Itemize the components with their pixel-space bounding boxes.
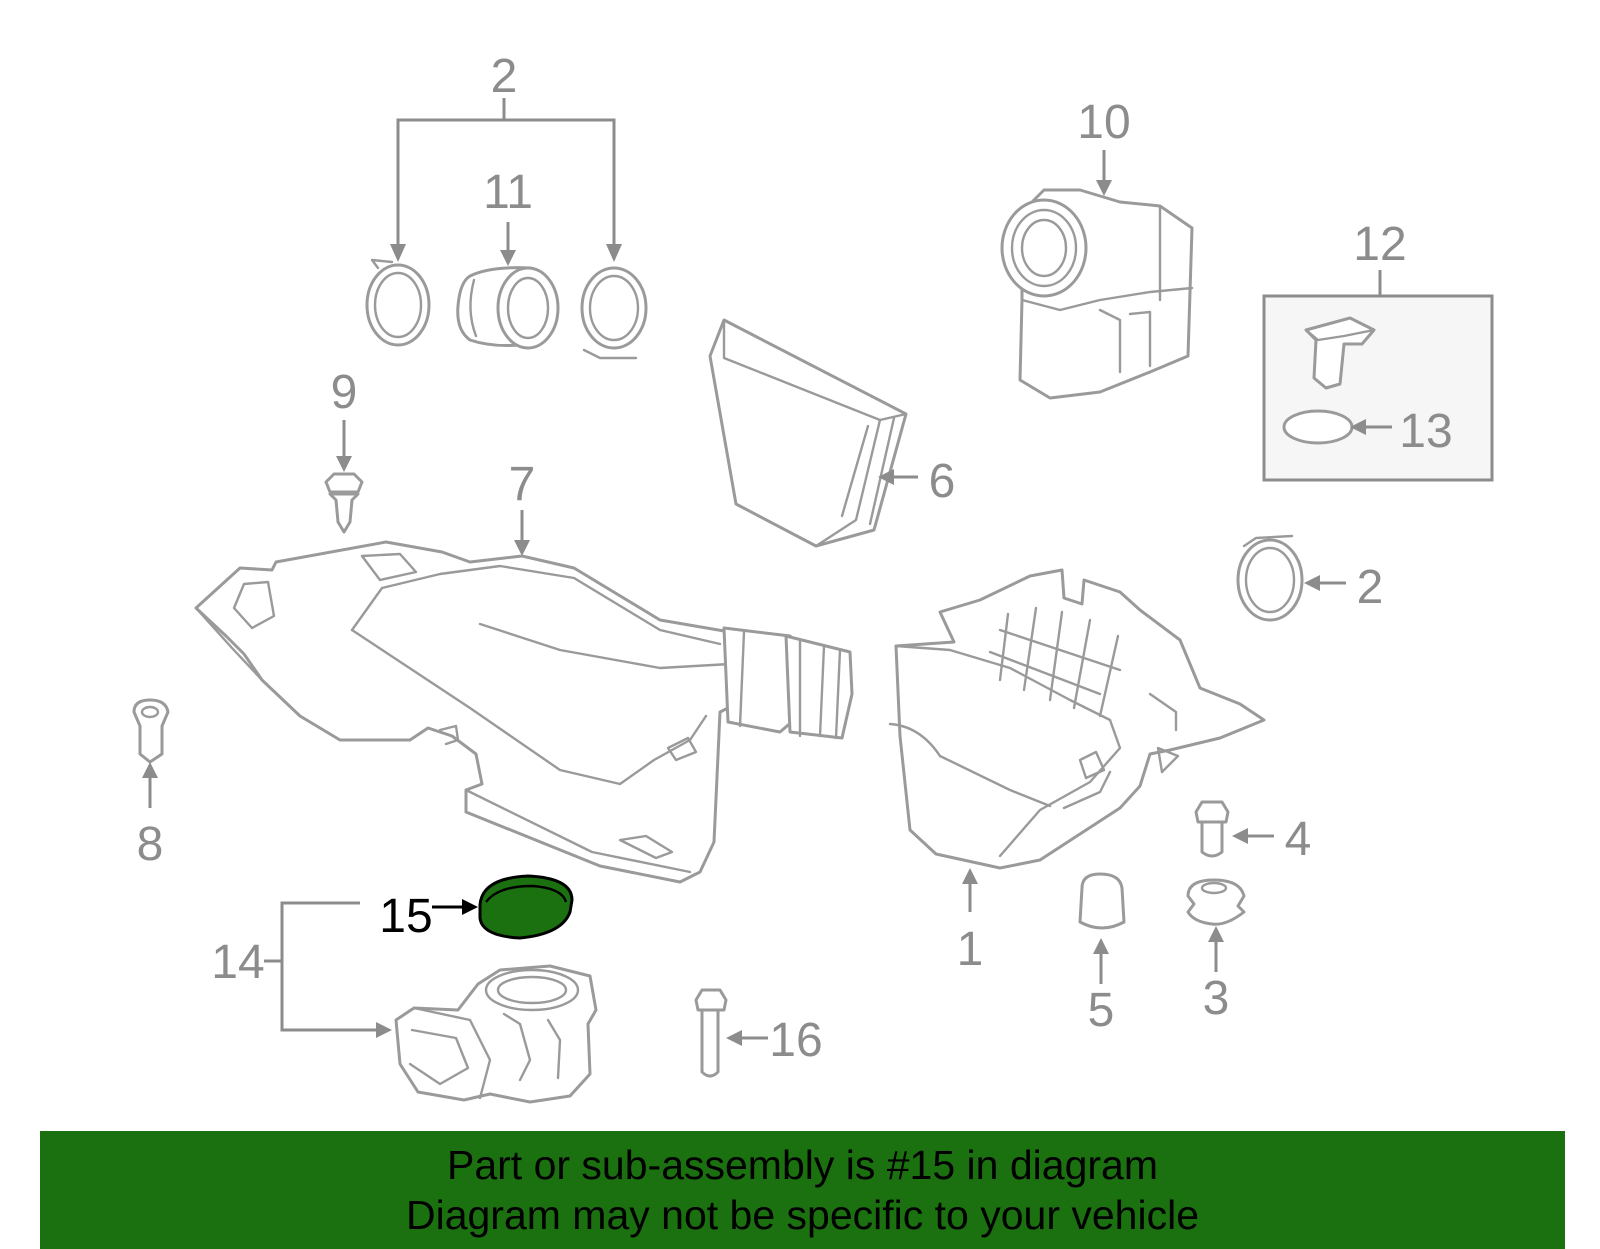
grommet-3-part: 3 [1186,878,1246,1025]
callout-2-top-label: 2 [491,50,518,103]
callout-11-label: 11 [483,166,533,219]
air-filter-part: 6 [708,318,956,548]
callout-3-label: 3 [1203,972,1230,1025]
callout-1-label: 1 [957,923,984,976]
callout-5-label: 5 [1088,984,1115,1037]
o-ring-part [1282,409,1354,445]
callout-7-label: 7 [509,458,536,511]
callout-8-label: 8 [137,818,164,871]
sensor-part [1304,316,1376,390]
callout-12-label: 12 [1353,218,1406,271]
callout-4-label: 4 [1285,813,1312,866]
clamp-2-right-group: 2 [1236,534,1384,622]
caption-line-disclaimer: Diagram may not be specific to your vehi… [405,1192,1199,1238]
callout-13-label: 13 [1399,405,1452,458]
callout-6-label: 6 [929,455,956,508]
callout-16-label: 16 [769,1014,822,1067]
sensor-housing-part: 10 [1000,96,1194,400]
clamp-right-part [580,266,648,360]
air-box-part: 1 [888,568,1266,976]
callout-15-label: 15 [379,890,432,943]
caption-line-part-number: Part or sub-assembly is #15 in diagram [447,1142,1158,1188]
bolt-16-part: 16 [694,988,823,1078]
callout-2-right-label: 2 [1357,561,1384,614]
throttle-body-part: 14 [211,901,598,1104]
clamp-left-part [365,258,431,347]
coupler-part: 11 [456,166,560,350]
callout-10-label: 10 [1077,96,1130,149]
air-duct-part: 7 [194,458,854,884]
callout-2-top-group: 2 [390,50,622,262]
sensor-kit-box: 12 13 [1262,218,1494,482]
caption-banner: Part or sub-assembly is #15 in diagram D… [40,1131,1565,1249]
callout-9-label: 9 [331,366,358,419]
bolt-9-part: 9 [324,366,364,534]
cap-5-part: 5 [1078,872,1126,1037]
highlighted-gasket-shape [478,874,574,940]
clip-8-part: 8 [132,698,170,871]
bolt-4-part: 4 [1194,800,1312,866]
gasket-15-part: 15 [379,874,574,943]
callout-14-label: 14 [211,936,264,989]
